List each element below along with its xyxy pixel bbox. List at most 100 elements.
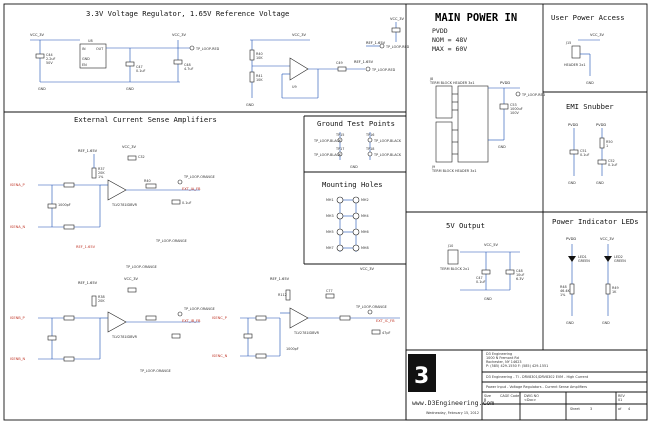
r114-resistor: [255, 315, 267, 321]
svg-text:PVDD: PVDD: [596, 123, 606, 127]
main-power-line-nom: NOM = 48V: [432, 36, 467, 44]
svg-text:1000pF: 1000pF: [286, 347, 299, 351]
mh7-hole: [336, 244, 344, 252]
j9-terminal-block: [435, 121, 453, 163]
j8-terminal-block: [435, 85, 453, 119]
tp-loop-orange-c: [367, 309, 373, 315]
svg-text:MH2: MH2: [361, 198, 369, 202]
project-name: D3 Engineering - TI - DRV8301/DRV8302 EV…: [486, 375, 589, 379]
r40b-resistor: [145, 183, 157, 189]
title-block: 3 www.D3Engineering.com Wednesday, Febru…: [405, 349, 648, 421]
five-volt-output-circuit: VCC_5V J10 TERM BLOCK 2x1 C47 0.1uF C48 …: [439, 243, 524, 301]
svg-text:0.1uF: 0.1uF: [476, 280, 486, 284]
c48-5v-capacitor: [505, 269, 515, 275]
sheet-date: Wednesday, February 15, 2012: [426, 411, 479, 415]
tp-loop-orange-a: [177, 179, 183, 185]
svg-text:C48: C48: [184, 63, 191, 67]
svg-text:C53: C53: [510, 103, 517, 107]
vcc-label: VCC_3V: [30, 33, 45, 37]
tp-loop-orange-b: [177, 311, 183, 317]
svg-text:GND: GND: [82, 57, 90, 61]
r38-resistor: [91, 295, 97, 307]
svg-text:U8: U8: [88, 39, 93, 43]
c32-capacitor: [127, 155, 137, 161]
tp-loop-red-ref-probe: [379, 43, 385, 49]
svg-text:VCC_3V: VCC_3V: [292, 33, 307, 37]
svg-text:J15: J15: [565, 41, 571, 45]
tp17-ground-point: [337, 151, 343, 157]
svg-text:GND: GND: [126, 87, 134, 91]
svg-text:Sheet: Sheet: [570, 407, 580, 411]
mounting-holes-title: Mounting Holes: [322, 180, 383, 189]
svg-text:TP_LOOP-RED: TP_LOOP-RED: [371, 68, 396, 72]
svg-text:C77: C77: [326, 289, 333, 293]
tp-loop-red-regulator: [189, 45, 195, 51]
svg-text:EXT_IB_FB: EXT_IB_FB: [182, 319, 201, 323]
svg-text:MH6: MH6: [361, 230, 369, 234]
d3-logo: [408, 354, 436, 392]
svg-text:of: of: [618, 407, 622, 411]
svg-text:TP_LOOP-BLACK: TP_LOOP-BLACK: [373, 139, 402, 143]
tp-loop-red-pvdd: [515, 91, 521, 97]
svg-text:HEADER 2x1: HEADER 2x1: [564, 63, 586, 67]
svg-text:R50: R50: [606, 140, 613, 144]
c52-capacitor: [597, 159, 607, 165]
svg-text:GND: GND: [566, 321, 574, 325]
r44-resistor: [63, 224, 75, 230]
svg-text:R49: R49: [612, 286, 619, 290]
svg-text:TERM BLOCK HEADER 3x1: TERM BLOCK HEADER 3x1: [431, 169, 477, 173]
svg-text:1: 1: [606, 144, 608, 148]
main-power-line-pvdd: PVDD: [432, 27, 448, 35]
svg-text:TP_LOOP-BLACK: TP_LOOP-BLACK: [313, 153, 342, 157]
svg-text:1000uF: 1000uF: [510, 107, 523, 111]
svg-text:Rochester, NY 14623: Rochester, NY 14623: [486, 360, 522, 364]
main-power-circuit: J8 TERM BLOCK HEADER 3x1 J9 TERM BLOCK H…: [429, 77, 546, 173]
svg-text:GREEN: GREEN: [614, 259, 626, 263]
current-sense-title: External Current Sense Amplifiers: [74, 115, 217, 124]
r41b-resistor: [145, 315, 157, 321]
c77-capacitor: [325, 293, 335, 299]
svg-text:MH8: MH8: [361, 246, 369, 250]
svg-text:ISENC_N: ISENC_N: [212, 354, 228, 358]
svg-text:C32: C32: [138, 155, 145, 159]
svg-text:PVDD: PVDD: [500, 81, 510, 85]
tp16-ground-point: [367, 137, 373, 143]
svg-text:GND: GND: [484, 297, 492, 301]
svg-text:C47: C47: [136, 65, 143, 69]
svg-text:GND: GND: [602, 321, 610, 325]
svg-text:EXT_IC_FB: EXT_IC_FB: [376, 319, 395, 323]
svg-text:MH5: MH5: [326, 230, 334, 234]
svg-text:EXT_IA_FB: EXT_IA_FB: [182, 187, 201, 191]
svg-text:VCC_3V: VCC_3V: [360, 267, 375, 271]
svg-text:TLV2781IDBVR: TLV2781IDBVR: [111, 203, 138, 207]
svg-text:IN: IN: [82, 47, 86, 51]
svg-text:20K: 20K: [98, 171, 105, 175]
svg-text:GND: GND: [586, 81, 594, 85]
svg-text:C52: C52: [608, 159, 615, 163]
tp15-ground-point: [337, 137, 343, 143]
svg-text:C51: C51: [580, 149, 587, 153]
power-indicator-circuit: PVDD VCC_3V LED1 GREEN LED2 GREEN R48 46…: [560, 237, 626, 325]
svg-text:TP_LOOP-ORANGE: TP_LOOP-ORANGE: [183, 175, 215, 179]
r50-resistor: [599, 137, 605, 149]
svg-text:MH3: MH3: [326, 214, 334, 218]
svg-text:VCC_3V: VCC_3V: [590, 33, 605, 37]
svg-text:C49: C49: [336, 61, 343, 65]
svg-text:ISENA_N: ISENA_N: [10, 225, 26, 229]
u8-regulator-chip: [79, 43, 107, 69]
svg-text:TLV2781IDBVR: TLV2781IDBVR: [293, 331, 320, 335]
current-sense-amp-c: ISENC_P ISENC_N TLV2781IDBVR R112 REF_1.…: [212, 267, 400, 359]
svg-text:LED2: LED2: [614, 255, 623, 259]
svg-text:2.2uF: 2.2uF: [46, 57, 56, 61]
svg-text:REF_1.65V: REF_1.65V: [366, 41, 386, 45]
svg-text:B: B: [484, 398, 487, 402]
opamp-b-tlv2781: [107, 311, 127, 333]
svg-text:C44: C44: [46, 53, 53, 57]
led1-green: [568, 256, 576, 262]
mh6-hole: [352, 228, 360, 236]
svg-text:0.1uF: 0.1uF: [136, 69, 146, 73]
user-power-circuit: VCC_3V J15 HEADER 2x1 GND: [564, 33, 605, 85]
svg-text:0.1uF: 0.1uF: [608, 163, 618, 167]
svg-text:ISENA_P: ISENA_P: [10, 183, 26, 187]
c51-capacitor: [569, 149, 579, 155]
